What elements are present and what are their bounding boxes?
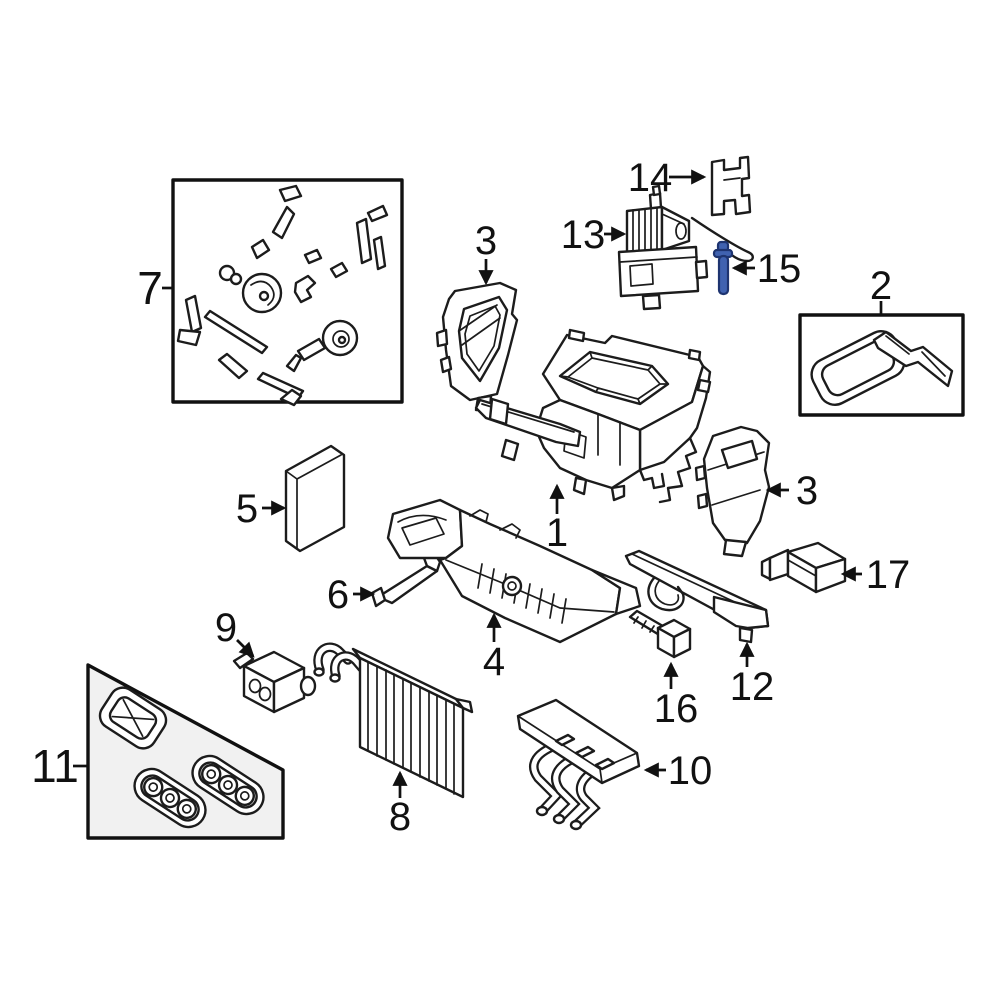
callout-label: 17 [866,553,911,597]
callout-label: 11 [31,740,79,792]
callout-label: 9 [215,606,237,650]
part-pipe-bracket [624,549,770,644]
callout-label: 7 [137,262,163,314]
part-cabin-air-filter [284,444,346,553]
part-blower-motor [617,184,709,311]
callout-label: 10 [668,749,713,793]
callout-label: 4 [483,640,505,684]
part-evaporator-core [313,642,474,799]
callout-label: 14 [628,156,673,200]
group-box-grommet-kit [86,663,285,840]
part-filter-rail [370,551,442,608]
callout-13: 13 [561,213,627,257]
callout-17: 17 [840,553,911,597]
callout-label: 1 [546,511,568,555]
callout-10: 10 [643,749,713,793]
part-actuator [760,541,847,594]
callout-label: 8 [389,795,411,839]
callout-label: 15 [757,247,802,291]
callout-label: 12 [730,665,775,709]
callout-label: 6 [327,573,349,617]
callout-3-left: 3 [475,219,497,286]
callout-14: 14 [628,156,707,200]
group-box-seal-kit [798,313,965,417]
callout-8: 8 [389,770,411,839]
callout-12: 12 [730,641,775,709]
part-expansion-valve [232,650,317,714]
callout-label: 16 [654,687,699,731]
callout-1: 1 [546,483,568,555]
part-mounting-bracket [710,155,752,217]
part-upper-housing [474,328,712,504]
callout-6: 6 [327,573,376,617]
part-air-duct-right [694,425,771,558]
callout-16: 16 [654,661,699,731]
part-air-duct-left [435,281,519,412]
group-box-lever-kit [171,178,404,407]
callout-2: 2 [870,264,892,314]
callout-label: 3 [796,469,818,513]
callout-label: 5 [236,487,258,531]
part-lower-housing [386,498,642,644]
callout-label: 13 [561,213,606,257]
callout-9: 9 [215,606,255,658]
callout-5: 5 [236,487,287,531]
part-heater-core [516,698,641,831]
part-screw-highlighted [690,216,754,296]
callout-15: 15 [731,247,802,291]
callouts: 7 2 11 1 3 3 4 5 [31,156,910,839]
callout-label: 3 [475,219,497,263]
callout-11: 11 [31,740,87,792]
callout-4: 4 [483,612,505,684]
screw-shaft [717,254,730,296]
callout-3-right: 3 [765,469,818,513]
part-bolt [628,609,692,659]
callout-7: 7 [137,262,174,314]
callout-label: 2 [870,264,892,308]
